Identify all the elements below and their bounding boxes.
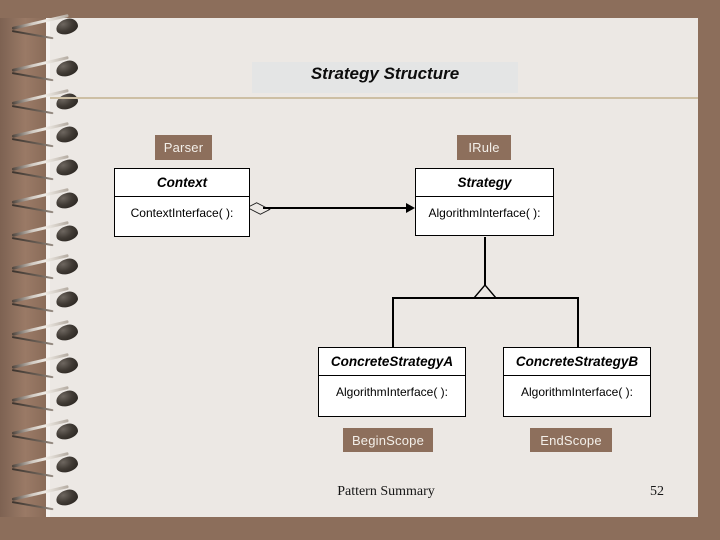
spiral-ring-icon xyxy=(8,319,86,348)
uml-class-context[interactable]: Context ContextInterface( ): xyxy=(114,168,250,237)
generalization-bus xyxy=(392,297,578,299)
uml-class-name: Strategy xyxy=(416,169,553,197)
spiral-ring-icon xyxy=(8,451,86,480)
spiral-binding xyxy=(8,13,86,528)
annotation-tag-parser: Parser xyxy=(155,135,212,160)
spiral-ring-icon xyxy=(8,385,86,414)
spiral-ring-icon xyxy=(8,286,86,315)
uml-class-name: ConcreteStrategyB xyxy=(504,348,650,376)
spiral-ring-icon xyxy=(8,154,86,183)
spiral-ring-icon xyxy=(8,55,86,84)
notebook-cover-bottom xyxy=(0,517,720,540)
aggregation-line xyxy=(263,207,409,209)
annotation-tag-irule: IRule xyxy=(457,135,511,160)
uml-class-operation: ContextInterface( ): xyxy=(130,206,234,220)
notebook-cover-right xyxy=(698,0,720,540)
uml-class-strategy[interactable]: Strategy AlgorithmInterface( ): xyxy=(415,168,554,236)
uml-class-operation: AlgorithmInterface( ): xyxy=(520,385,634,399)
uml-class-name: Context xyxy=(115,169,249,197)
generalization-stem xyxy=(484,237,486,287)
footer-page-number: 52 xyxy=(650,484,664,499)
generalization-branch-right xyxy=(577,297,579,347)
notebook-cover-left xyxy=(0,0,46,540)
page-edge-highlight xyxy=(46,18,50,517)
uml-class-operation: AlgorithmInterface( ): xyxy=(335,385,449,399)
spiral-ring-icon xyxy=(8,220,86,249)
page-title: Strategy Structure xyxy=(310,64,460,83)
spiral-ring-icon xyxy=(8,88,86,117)
spiral-ring-icon xyxy=(8,418,86,447)
notebook-cover-top xyxy=(0,0,720,18)
generalization-branch-left xyxy=(392,297,394,347)
uml-class-concrete-strategy-a[interactable]: ConcreteStrategyA AlgorithmInterface( ): xyxy=(318,347,466,417)
uml-class-name: ConcreteStrategyA xyxy=(319,348,465,376)
spiral-ring-icon xyxy=(8,187,86,216)
annotation-tag-beginscope: BeginScope xyxy=(343,428,433,452)
spiral-ring-icon xyxy=(8,484,86,513)
spiral-ring-icon xyxy=(8,121,86,150)
uml-class-concrete-strategy-b[interactable]: ConcreteStrategyB AlgorithmInterface( ): xyxy=(503,347,651,417)
spiral-ring-icon xyxy=(8,13,86,42)
spiral-ring-icon xyxy=(8,253,86,282)
uml-class-operation: AlgorithmInterface( ): xyxy=(428,206,541,220)
aggregation-arrowhead-icon xyxy=(406,203,415,213)
title-band xyxy=(252,62,518,93)
spiral-ring-icon xyxy=(8,352,86,381)
footer-title: Pattern Summary xyxy=(337,484,435,499)
title-divider xyxy=(50,97,698,99)
annotation-tag-endscope: EndScope xyxy=(530,428,612,452)
